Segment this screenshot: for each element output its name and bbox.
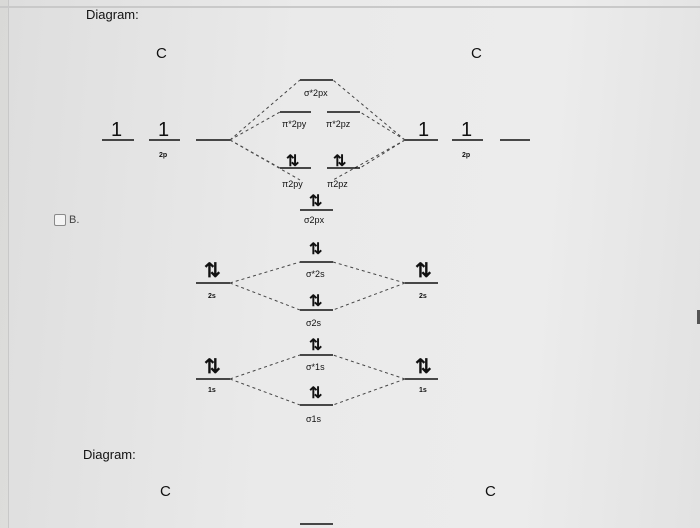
question-panel xyxy=(8,0,700,528)
electron-pair-pi2pz: ⇅ xyxy=(333,153,346,170)
label-sigma2px-star: σ*2px xyxy=(304,88,328,98)
label-pi2pz: π2pz xyxy=(327,179,348,189)
energy-levels xyxy=(102,79,530,525)
electron-pair-right-1s: ⇅ xyxy=(415,356,432,378)
electron-pair-left-2s: ⇅ xyxy=(204,260,221,282)
electron-pair-sigma1s: ⇅ xyxy=(309,385,322,402)
scrollbar-indicator[interactable] xyxy=(697,310,700,324)
electron-pair-sigma2s-star: ⇅ xyxy=(309,241,322,258)
label-right-2p: 2p xyxy=(462,152,470,159)
atom-right-label-bottom: C xyxy=(485,483,496,500)
electron-pair-sigma2px: ⇅ xyxy=(309,193,322,210)
atom-right-label: C xyxy=(471,45,482,62)
electron-pair-pi2py: ⇅ xyxy=(286,153,299,170)
label-pi2py-star: π*2py xyxy=(282,119,307,129)
option-b-checkbox[interactable] xyxy=(54,214,66,226)
label-left-2s: 2s xyxy=(208,293,216,300)
electron-left-2p-b: 1 xyxy=(158,119,169,141)
label-sigma2s-star: σ*2s xyxy=(306,269,325,279)
label-sigma1s-star: σ*1s xyxy=(306,362,325,372)
option-b-label: B. xyxy=(69,214,80,226)
label-pi2pz-star: π*2pz xyxy=(326,119,351,129)
label-left-1s: 1s xyxy=(208,387,216,394)
electron-pair-left-1s: ⇅ xyxy=(204,356,221,378)
diagram-label-bottom: Diagram: xyxy=(83,447,136,462)
correlation-lines xyxy=(229,79,406,406)
option-b[interactable]: B. xyxy=(54,212,144,228)
diagram-label-top: Diagram: xyxy=(86,7,139,22)
label-right-2s: 2s xyxy=(419,293,427,300)
label-pi2py: π2py xyxy=(282,179,303,189)
atom-left-label: C xyxy=(156,45,167,62)
electron-pair-sigma2s: ⇅ xyxy=(309,293,322,310)
label-sigma2s: σ2s xyxy=(306,318,322,328)
electron-right-2p-a: 1 xyxy=(418,119,429,141)
label-sigma2px: σ2px xyxy=(304,215,325,225)
electron-pair-sigma1s-star: ⇅ xyxy=(309,337,322,354)
electron-left-2p-a: 1 xyxy=(111,119,122,141)
atom-left-label-bottom: C xyxy=(160,483,171,500)
label-left-2p: 2p xyxy=(159,152,167,159)
electron-pair-right-2s: ⇅ xyxy=(415,260,432,282)
top-divider xyxy=(0,6,700,8)
electron-right-2p-b: 1 xyxy=(461,119,472,141)
label-sigma1s: σ1s xyxy=(306,414,322,424)
label-right-1s: 1s xyxy=(419,387,427,394)
